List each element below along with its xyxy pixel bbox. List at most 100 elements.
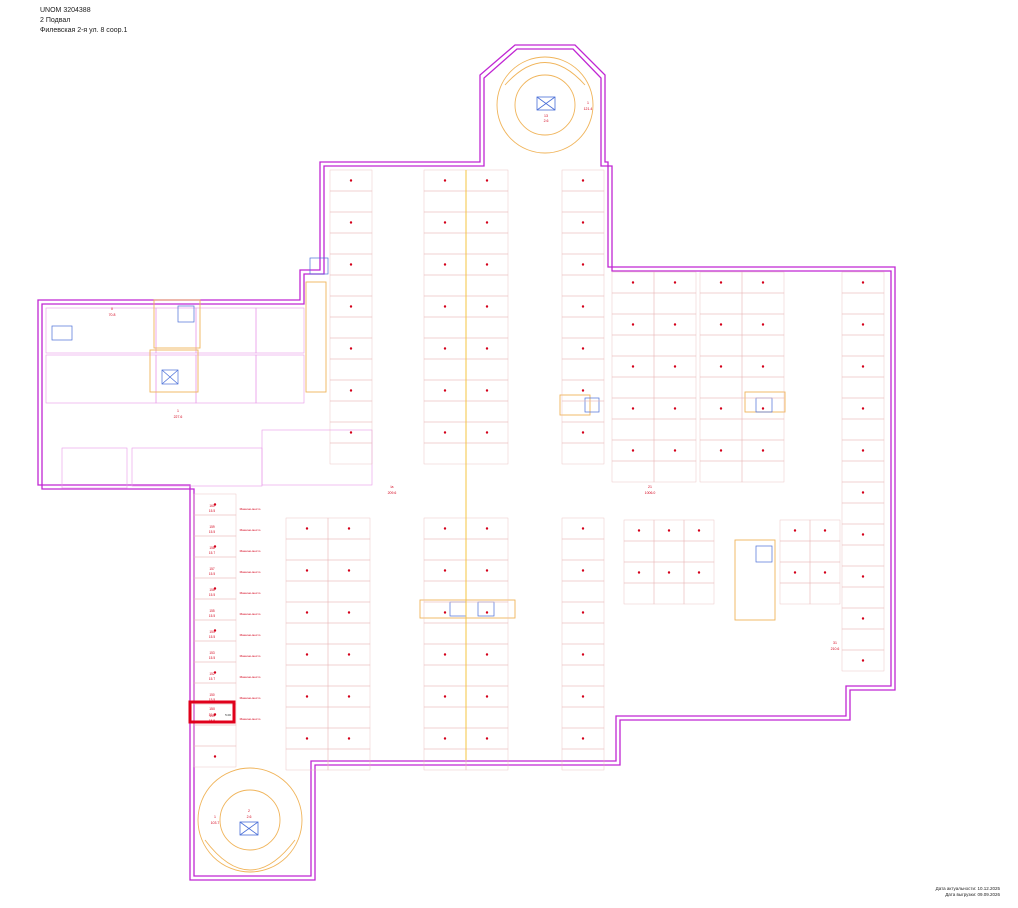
parking-space[interactable] — [841, 418, 885, 441]
parking-space[interactable] — [423, 274, 467, 297]
parking-space[interactable] — [841, 628, 885, 651]
parking-space[interactable] — [285, 622, 329, 645]
parking-space[interactable] — [285, 580, 329, 603]
parking-space[interactable] — [561, 622, 605, 645]
parking-space[interactable] — [423, 622, 467, 645]
parking-space[interactable] — [465, 190, 509, 213]
parking-space[interactable] — [653, 460, 697, 483]
parking-space[interactable] — [561, 190, 605, 213]
parking-space[interactable] — [683, 540, 715, 563]
parking-space[interactable] — [285, 538, 329, 561]
parking-space[interactable] — [653, 376, 697, 399]
parking-space[interactable] — [611, 292, 655, 315]
parking-space[interactable] — [561, 538, 605, 561]
parking-space[interactable] — [329, 442, 373, 465]
parking-space[interactable] — [653, 292, 697, 315]
parking-space[interactable] — [561, 664, 605, 687]
parking-space[interactable] — [465, 748, 509, 771]
parking-space[interactable] — [683, 582, 715, 605]
parking-space[interactable] — [465, 358, 509, 381]
parking-space[interactable] — [699, 376, 743, 399]
parking-space[interactable] — [561, 400, 605, 423]
parking-space[interactable] — [699, 418, 743, 441]
room-hall[interactable]: 1 227.6 Ia 209.6 21 1006.0 31 210.6 II 7… — [109, 307, 840, 651]
parking-space[interactable] — [329, 274, 373, 297]
parking-space[interactable] — [423, 538, 467, 561]
parking-space[interactable] — [561, 442, 605, 465]
room-ramp-bottom[interactable]: 1 103.7 2 2.6 — [211, 809, 252, 825]
parking-space[interactable] — [741, 334, 785, 357]
parking-space[interactable] — [285, 748, 329, 771]
parking-space[interactable] — [327, 538, 371, 561]
parking-space[interactable] — [841, 649, 885, 672]
parking-space[interactable] — [423, 358, 467, 381]
parking-space[interactable] — [779, 540, 811, 563]
parking-space[interactable] — [653, 418, 697, 441]
parking-space[interactable] — [329, 316, 373, 339]
parking-space[interactable] — [653, 334, 697, 357]
parking-space[interactable] — [623, 540, 655, 563]
parking-space[interactable] — [653, 540, 685, 563]
parking-space[interactable] — [465, 580, 509, 603]
parking-space[interactable] — [423, 580, 467, 603]
parking-space[interactable] — [561, 748, 605, 771]
parking-space[interactable] — [327, 622, 371, 645]
parking-space[interactable] — [327, 664, 371, 687]
parking-space[interactable] — [611, 460, 655, 483]
parking-space[interactable] — [611, 376, 655, 399]
parking-space[interactable] — [423, 316, 467, 339]
parking-space[interactable] — [611, 418, 655, 441]
parking-space[interactable] — [423, 190, 467, 213]
parking-space[interactable] — [465, 622, 509, 645]
parking-space[interactable] — [193, 745, 237, 768]
parking-space[interactable] — [841, 334, 885, 357]
parking-space[interactable] — [741, 418, 785, 441]
parking-space[interactable] — [779, 582, 811, 605]
parking-space[interactable] — [653, 582, 685, 605]
parking-space[interactable] — [327, 706, 371, 729]
parking-space[interactable] — [465, 706, 509, 729]
parking-space[interactable] — [699, 460, 743, 483]
parking-space[interactable] — [423, 664, 467, 687]
parking-space[interactable] — [465, 400, 509, 423]
parking-space[interactable] — [327, 748, 371, 771]
ramp-top[interactable] — [496, 56, 594, 154]
parking-space[interactable] — [465, 232, 509, 255]
ramp-bottom[interactable] — [197, 767, 303, 873]
parking-space[interactable] — [561, 274, 605, 297]
parking-space[interactable] — [841, 586, 885, 609]
parking-space[interactable] — [561, 580, 605, 603]
parking-space[interactable] — [285, 664, 329, 687]
parking-space[interactable] — [193, 724, 237, 747]
selected-room[interactable]: 150 15.5 5.00 — [188, 700, 236, 724]
parking-space[interactable] — [423, 232, 467, 255]
parking-space[interactable] — [465, 538, 509, 561]
parking-space[interactable] — [611, 334, 655, 357]
parking-space[interactable] — [329, 358, 373, 381]
parking-space[interactable] — [809, 540, 841, 563]
parking-space[interactable] — [329, 232, 373, 255]
parking-space[interactable] — [329, 190, 373, 213]
parking-space[interactable] — [423, 442, 467, 465]
parking-space[interactable] — [741, 376, 785, 399]
parking-space[interactable] — [699, 292, 743, 315]
parking-space[interactable] — [841, 460, 885, 483]
parking-space[interactable] — [741, 292, 785, 315]
parking-space[interactable] — [423, 400, 467, 423]
parking-space[interactable] — [741, 460, 785, 483]
parking-space[interactable] — [561, 232, 605, 255]
parking-space[interactable] — [465, 442, 509, 465]
parking-space[interactable] — [329, 400, 373, 423]
parking-space[interactable] — [809, 582, 841, 605]
parking-space[interactable] — [465, 664, 509, 687]
parking-space[interactable] — [327, 580, 371, 603]
parking-space[interactable] — [285, 706, 329, 729]
parking-space[interactable] — [841, 376, 885, 399]
parking-space[interactable] — [423, 748, 467, 771]
parking-space[interactable] — [561, 358, 605, 381]
parking-space[interactable] — [561, 706, 605, 729]
parking-space[interactable] — [623, 582, 655, 605]
parking-space[interactable] — [841, 544, 885, 567]
room-ramp-top[interactable]: 1 121.4 13 2.6 — [544, 101, 593, 123]
parking-space[interactable] — [465, 274, 509, 297]
